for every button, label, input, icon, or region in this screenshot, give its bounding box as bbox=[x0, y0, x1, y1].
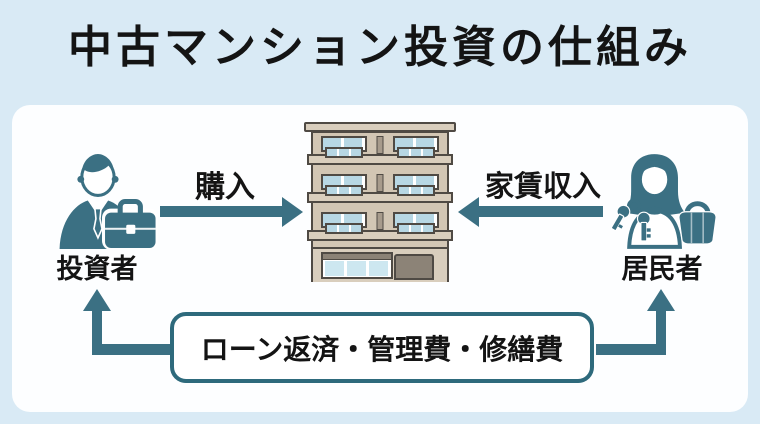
building-divider bbox=[376, 174, 384, 192]
balcony-ledge bbox=[307, 192, 453, 203]
expenses-box: ローン返済・管理費・修繕費 bbox=[170, 312, 594, 383]
building-body bbox=[307, 131, 453, 282]
balcony-ledge bbox=[307, 230, 453, 241]
investor-label: 投資者 bbox=[56, 254, 138, 284]
keys-icon bbox=[610, 198, 651, 242]
connector-left-vertical bbox=[92, 309, 102, 354]
connector-right-vertical bbox=[656, 309, 666, 354]
building-divider bbox=[376, 136, 384, 154]
expenses-label: ローン返済・管理費・修繕費 bbox=[200, 333, 564, 365]
resident-label: 居民者 bbox=[621, 254, 703, 284]
businessman-briefcase-icon bbox=[59, 154, 158, 250]
garage-door bbox=[394, 254, 434, 280]
connector-right-horizontal bbox=[596, 344, 666, 355]
page-title: 中古マンション投資の仕組み bbox=[68, 23, 692, 72]
purchase-label: 購入 bbox=[195, 171, 255, 204]
building-ground-floor bbox=[313, 247, 447, 282]
building-divider bbox=[376, 212, 384, 230]
balcony-glass bbox=[325, 223, 363, 234]
storefront bbox=[321, 252, 393, 279]
balcony-glass bbox=[325, 147, 363, 158]
balcony-glass bbox=[397, 185, 435, 196]
connector-left-horizontal bbox=[92, 344, 174, 355]
handbag-icon bbox=[678, 201, 717, 245]
arrow-right-icon bbox=[160, 206, 283, 217]
arrow-right-head-icon bbox=[282, 197, 303, 227]
balcony-glass bbox=[397, 223, 435, 234]
arrow-left-icon bbox=[478, 206, 603, 217]
woman-keys-bag-icon bbox=[610, 154, 717, 249]
building-floor bbox=[307, 171, 453, 209]
building-floor bbox=[307, 133, 453, 171]
arrow-left-head-icon bbox=[458, 197, 479, 227]
building-floor bbox=[307, 209, 453, 247]
arrow-up-icon bbox=[647, 289, 675, 311]
rent-income-label: 家賃収入 bbox=[484, 171, 601, 203]
briefcase-icon bbox=[102, 198, 158, 250]
balcony-glass bbox=[397, 147, 435, 158]
balcony-ledge bbox=[307, 154, 453, 165]
apartment-building-illustration bbox=[304, 120, 456, 284]
balcony-glass bbox=[325, 185, 363, 196]
arrow-up-icon bbox=[83, 289, 111, 311]
